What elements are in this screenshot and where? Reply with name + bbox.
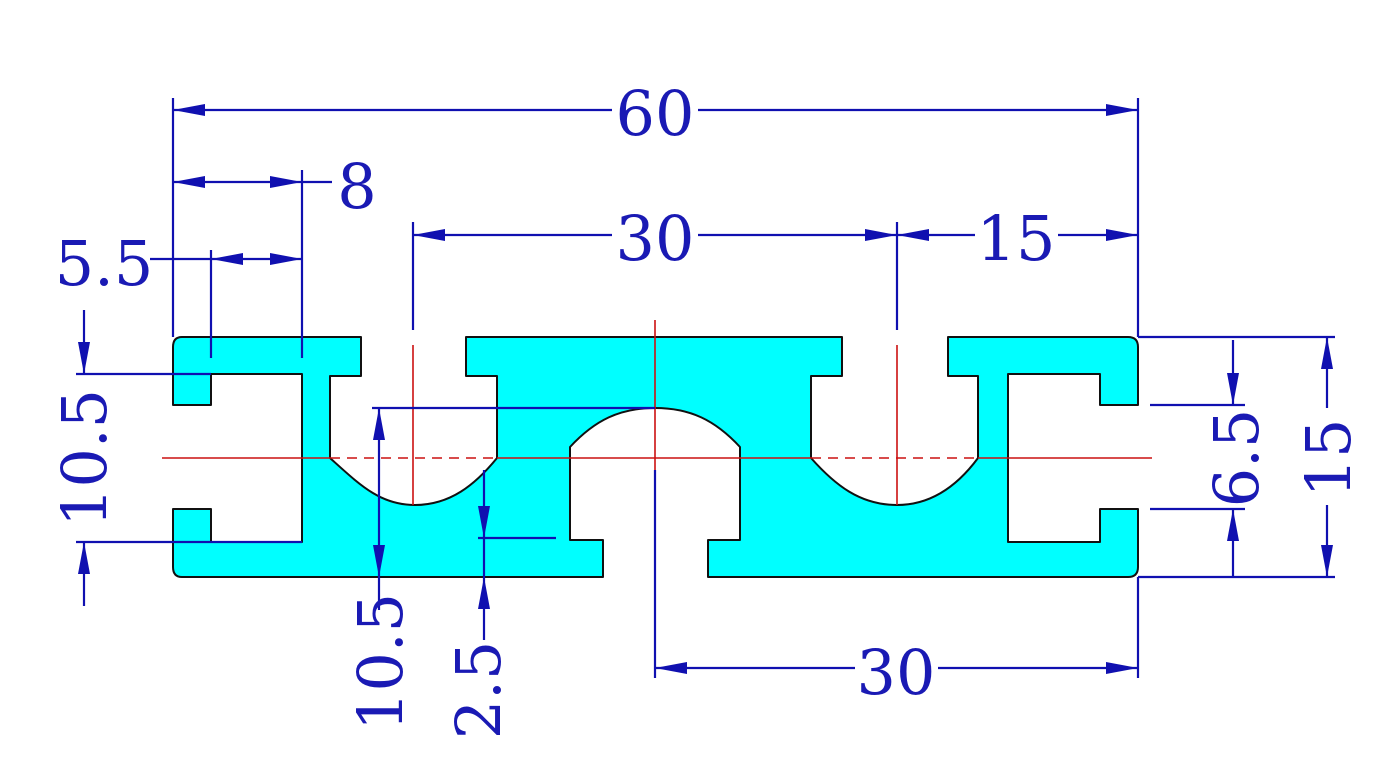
dimension-bore-height: 10.5: [344, 406, 655, 731]
dimension-slot-inner: 5.5: [55, 227, 302, 358]
center-spacing-label: 30: [616, 202, 695, 275]
dimension-overall-width: 60: [171, 77, 1140, 337]
dimension-overall-height: 15: [1138, 335, 1365, 579]
edge-to-slot-label: 15: [977, 202, 1056, 275]
dimension-bottom-offset: 30: [653, 470, 1140, 709]
dimension-left-height: 10.5: [48, 310, 302, 606]
bottom-offset-label: 30: [857, 636, 936, 709]
overall-height-label: 15: [1292, 419, 1365, 498]
profile-left-section: [172, 336, 1139, 578]
dimension-slot-opening: 8: [173, 150, 377, 358]
slot-opening-label: 8: [337, 150, 376, 223]
left-height-label: 10.5: [48, 389, 121, 527]
slot-inner-label: 5.5: [55, 227, 154, 300]
slot-depth-label: 6.5: [1200, 409, 1273, 508]
dimension-slot-depth: 6.5: [1150, 340, 1273, 577]
dimension-edge-to-slot: 15: [897, 202, 1138, 275]
overall-width-label: 60: [616, 77, 695, 150]
bore-height-label: 10.5: [344, 593, 417, 731]
dimension-center-spacing: 30: [411, 202, 899, 330]
lip-thickness-label: 2.5: [442, 641, 515, 740]
dimension-lip-thickness: 2.5: [442, 470, 556, 739]
